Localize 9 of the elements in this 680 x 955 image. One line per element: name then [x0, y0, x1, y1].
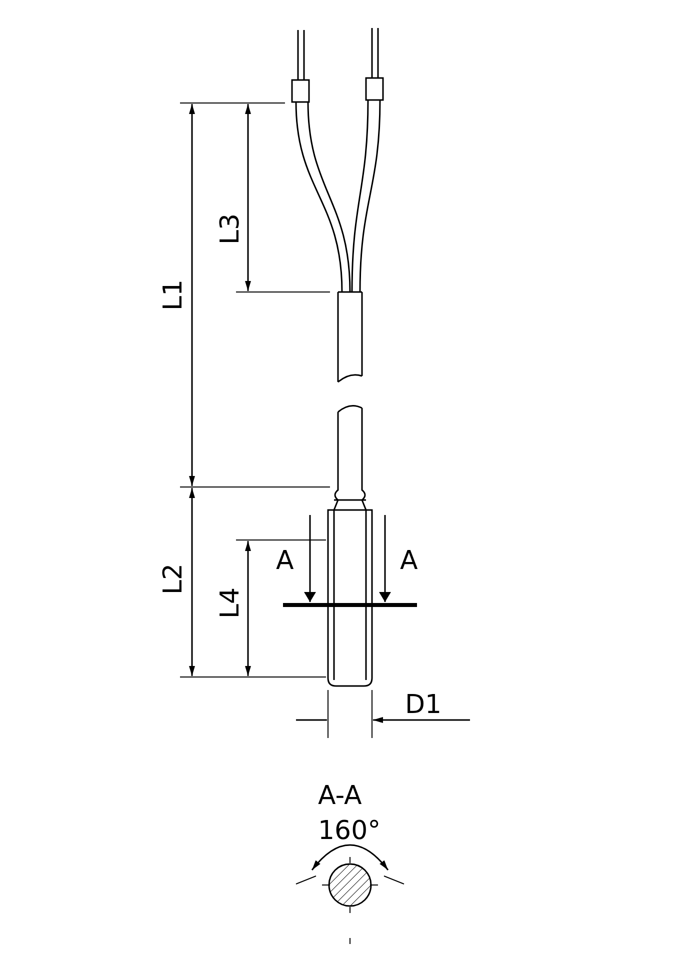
dimension-label: L4 [218, 587, 244, 619]
section-label: A [400, 548, 418, 574]
dimension-label: L2 [160, 563, 187, 595]
dimension-label: L1 [160, 279, 187, 311]
section-title: A-A [318, 783, 362, 809]
section-label: A [276, 548, 294, 574]
dimension-label: D1 [405, 692, 442, 718]
dimension-label: L3 [218, 213, 244, 245]
angle-label: 160° [318, 818, 381, 844]
